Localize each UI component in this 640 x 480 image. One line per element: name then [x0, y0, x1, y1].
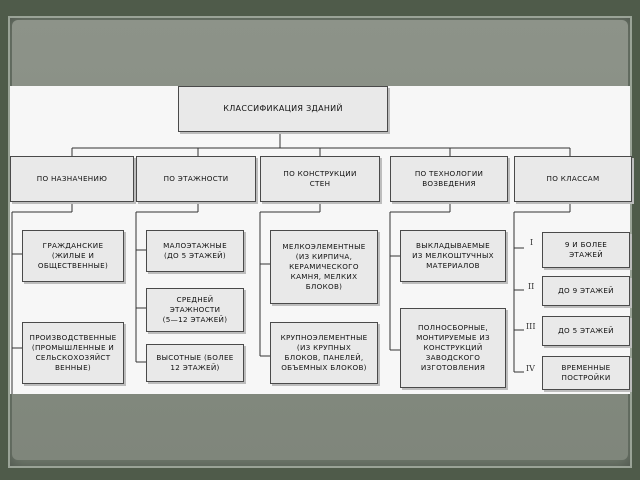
diagram-slide: КЛАССИФИКАЦИЯ ЗДАНИЙ ПО НАЗНАЧЕНИЮ ПО ЭТ… [10, 86, 632, 394]
class-1-number: I [530, 238, 534, 247]
category-purpose: ПО НАЗНАЧЕНИЮ [10, 156, 134, 202]
floors-high-rise: ВЫСОТНЫЕ (БОЛЕЕ 12 ЭТАЖЕЙ) [146, 344, 244, 382]
category-wall-construction: ПО КОНСТРУКЦИИ СТЕН [260, 156, 380, 202]
purpose-civil: ГРАЖДАНСКИЕ (ЖИЛЫЕ И ОБЩЕСТВЕННЫЕ) [22, 230, 124, 282]
technology-prefabricated: ПОЛНОСБОРНЫЕ, МОНТИРУЕМЫЕ ИЗ КОНСТРУКЦИЙ… [400, 308, 506, 388]
floors-mid-rise: СРЕДНЕЙ ЭТАЖНОСТИ (5—12 ЭТАЖЕЙ) [146, 288, 244, 332]
walls-small-element: МЕЛКОЭЛЕМЕНТНЫЕ (ИЗ КИРПИЧА, КЕРАМИЧЕСКО… [270, 230, 378, 304]
diagram-title: КЛАССИФИКАЦИЯ ЗДАНИЙ [178, 86, 388, 132]
class-3-number: III [526, 322, 536, 331]
walls-large-element: КРУПНОЭЛЕМЕНТНЫЕ (ИЗ КРУПНЫХ БЛОКОВ, ПАН… [270, 322, 378, 384]
floors-low-rise: МАЛОЭТАЖНЫЕ (ДО 5 ЭТАЖЕЙ) [146, 230, 244, 272]
connector-lines [11, 132, 571, 394]
class-2-number: II [528, 282, 535, 291]
purpose-industrial: ПРОИЗВОДСТВЕННЫЕ (ПРОМЫШЛЕННЫЕ И СЕЛЬСКО… [22, 322, 124, 384]
class-2-box: ДО 9 ЭТАЖЕЙ [542, 276, 630, 306]
category-construction-technology: ПО ТЕХНОЛОГИИ ВОЗВЕДЕНИЯ [390, 156, 508, 202]
category-floors: ПО ЭТАЖНОСТИ [136, 156, 256, 202]
class-3-box: ДО 5 ЭТАЖЕЙ [542, 316, 630, 346]
category-classes: ПО КЛАССАМ [514, 156, 632, 202]
class-4-box: ВРЕМЕННЫЕ ПОСТРОЙКИ [542, 356, 630, 390]
technology-masonry: ВЫКЛАДЫВАЕМЫЕ ИЗ МЕЛКОШТУЧНЫХ МАТЕРИАЛОВ [400, 230, 506, 282]
class-4-number: IV [526, 364, 535, 373]
class-1-box: 9 И БОЛЕЕ ЭТАЖЕЙ [542, 232, 630, 268]
